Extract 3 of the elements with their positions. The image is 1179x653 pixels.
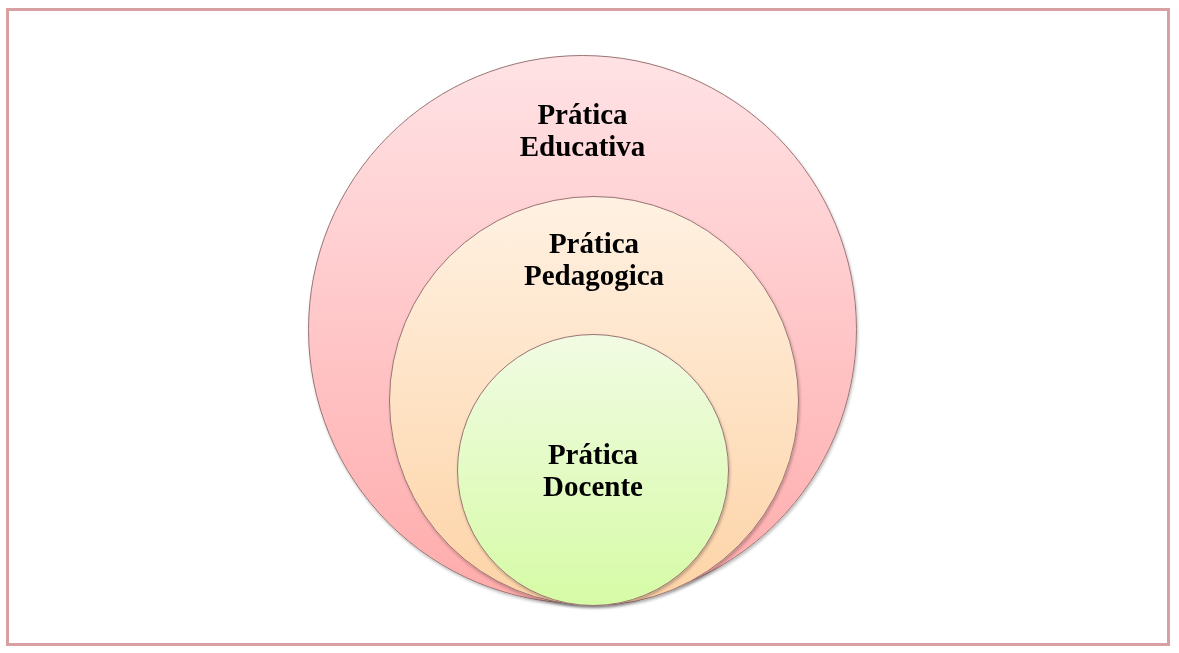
circle-label: Prática Docente	[542, 438, 644, 502]
circle-label: Prática Pedagogica	[522, 227, 666, 291]
circle-label: Prática Educativa	[518, 98, 647, 162]
